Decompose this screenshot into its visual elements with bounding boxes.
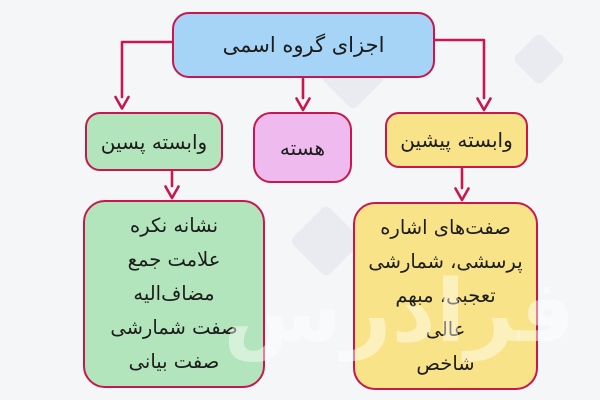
- list-item: مضاف‌الیه: [133, 282, 215, 305]
- node-head: هسته: [253, 112, 352, 183]
- edge-root-postposed: [120, 40, 174, 99]
- node-preposed-items: صفت‌های اشاره پرسشی، شمارشی تعجبی، مبهم …: [353, 202, 538, 390]
- watermark-shape: [289, 204, 363, 278]
- node-preposed: وابسته پیشین: [385, 112, 528, 168]
- list-item: عالی: [425, 318, 466, 341]
- list-item: صفت بیانی: [128, 350, 220, 373]
- edge-root-preposed: [433, 38, 486, 100]
- node-root-label: اجزای گروه اسمی: [222, 33, 385, 57]
- node-postposed-items: نشانه نکره علامت جمع مضاف‌الیه صفت شمارش…: [83, 200, 265, 388]
- arrowhead-icon: [114, 95, 130, 110]
- list-item: علامت جمع: [127, 248, 221, 271]
- node-preposed-label: وابسته پیشین: [400, 128, 513, 152]
- arrowhead-icon: [454, 187, 470, 202]
- watermark-shape: [512, 32, 566, 86]
- node-root: اجزای گروه اسمی: [172, 12, 435, 78]
- list-item: نشانه نکره: [129, 214, 219, 237]
- arrowhead-icon: [476, 97, 492, 112]
- node-postposed-label: وابسته پسین: [100, 129, 208, 154]
- node-postposed: وابسته پسین: [85, 112, 223, 171]
- arrowhead-icon: [295, 97, 311, 112]
- list-item: صفت شمارشی: [110, 316, 238, 339]
- arrowhead-icon: [164, 185, 180, 200]
- list-item: شاخص: [416, 352, 475, 375]
- node-head-label: هسته: [279, 135, 326, 160]
- list-item: پرسشی، شمارشی: [368, 250, 523, 273]
- list-item: تعجبی، مبهم: [395, 284, 496, 307]
- list-item: صفت‌های اشاره: [380, 216, 511, 239]
